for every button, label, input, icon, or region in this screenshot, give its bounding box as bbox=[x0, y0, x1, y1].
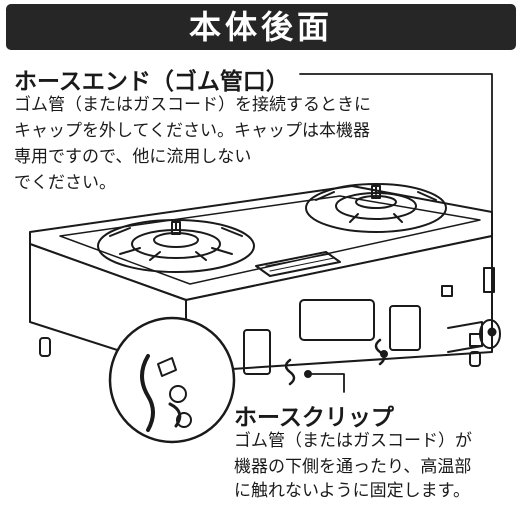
left-burner bbox=[97, 219, 255, 273]
hose-end-line-2: キャップを外してください。キャップは本機器 bbox=[14, 121, 370, 141]
right-burner bbox=[305, 183, 447, 233]
hose-clip-leader bbox=[307, 373, 345, 393]
section-title: 本体後面 bbox=[188, 8, 333, 46]
section-header: 本体後面 bbox=[6, 4, 516, 50]
rear-bracket bbox=[389, 305, 421, 351]
grill-vent bbox=[255, 251, 341, 277]
hose-clip-line-2: 機器の下側を通ったり、高温部 bbox=[234, 457, 472, 477]
rear-vent bbox=[299, 299, 375, 341]
hose-end-line-4: でください。 bbox=[14, 173, 116, 193]
rear-bracket bbox=[243, 329, 271, 375]
stove-leg bbox=[469, 351, 481, 367]
hose-clip-zoom bbox=[108, 316, 236, 444]
hose-end-leader bbox=[299, 73, 493, 331]
hose-clip-line-3: に触れないように固定します。 bbox=[234, 481, 470, 501]
hose-clip-line-1: ゴム管（またはガスコード）が bbox=[234, 431, 472, 451]
hose-clip bbox=[374, 338, 386, 366]
hose-end-fitting bbox=[447, 319, 501, 353]
hose-clip-title: ホースクリップ bbox=[234, 405, 394, 431]
hose-clip bbox=[284, 358, 296, 386]
hose-end-line-3: 専用ですので、他に流用しない bbox=[14, 147, 252, 167]
hose-end-line-1: ゴム管（またはガスコード）を接続するときに bbox=[14, 95, 371, 115]
hose-end-title: ホースエンド（ゴム管口） bbox=[14, 69, 289, 95]
stove-leg bbox=[39, 337, 51, 357]
